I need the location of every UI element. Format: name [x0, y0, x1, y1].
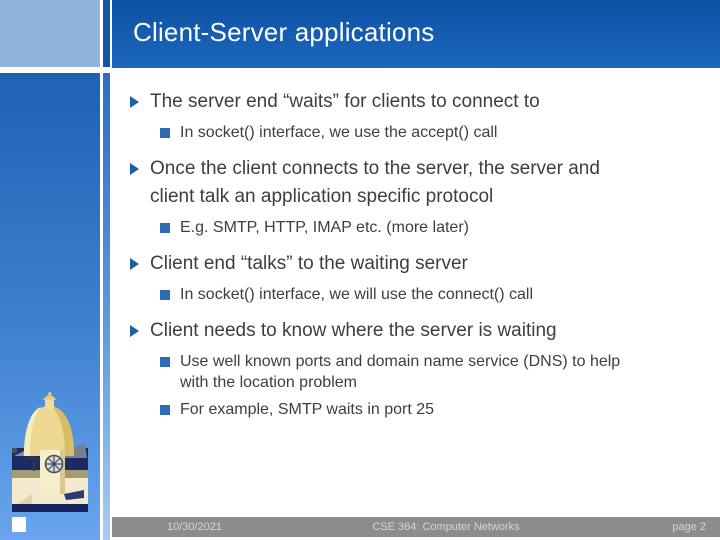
corner-white-square — [12, 517, 26, 532]
copyright-mark — [12, 448, 17, 453]
triangle-right-icon — [130, 325, 139, 337]
title-bar: Client-Server applications — [112, 0, 720, 68]
strip-top-block — [103, 0, 110, 67]
sidebar-accent-strip — [103, 0, 110, 540]
golden-dome-illustration — [12, 392, 88, 512]
bullet-text: Once the client connects to the server, … — [150, 158, 600, 207]
triangle-right-icon — [130, 96, 139, 108]
square-bullet-icon — [160, 223, 170, 233]
sidebar-top-block — [0, 0, 100, 67]
triangle-right-icon — [130, 258, 139, 270]
sub-bullet-item: In socket() interface, we will use the c… — [160, 284, 638, 305]
bullet-text: For example, SMTP waits in port 25 — [180, 401, 435, 418]
footer-date: 10/30/2021 — [167, 521, 223, 533]
bullet-text: Client needs to know where the server is… — [150, 320, 557, 341]
footer-bar: 10/30/2021 CSE 364: Computer Networks pa… — [112, 517, 720, 537]
sub-bullet-item: Use well known ports and domain name ser… — [160, 351, 638, 393]
square-bullet-icon — [160, 290, 170, 300]
slide-body: The server end “waits” for clients to co… — [128, 88, 638, 420]
triangle-right-icon — [130, 163, 139, 175]
footer-course-title: CSE 364: Computer Networks — [372, 521, 520, 533]
footer-page-number: page 2 — [672, 521, 706, 533]
bullet-text: The server end “waits” for clients to co… — [150, 91, 540, 112]
bullet-text: In socket() interface, we will use the c… — [180, 286, 534, 303]
sub-bullet-item: E.g. SMTP, HTTP, IMAP etc. (more later) — [160, 217, 638, 238]
bullet-item: Client needs to know where the server is… — [128, 317, 638, 345]
slide-title: Client-Server applications — [133, 16, 435, 47]
bullet-text: In socket() interface, we use the accept… — [180, 124, 498, 141]
bullet-text: E.g. SMTP, HTTP, IMAP etc. (more later) — [180, 219, 469, 236]
bullet-item: Client end “talks” to the waiting server — [128, 250, 638, 278]
bullet-item: The server end “waits” for clients to co… — [128, 88, 638, 116]
bullet-text: Client end “talks” to the waiting server — [150, 253, 468, 274]
bullet-item: Once the client connects to the server, … — [128, 155, 638, 211]
square-bullet-icon — [160, 405, 170, 415]
strip-gradient-block — [103, 73, 110, 540]
sub-bullet-item: In socket() interface, we use the accept… — [160, 122, 638, 143]
bullet-text: Use well known ports and domain name ser… — [180, 353, 621, 391]
square-bullet-icon — [160, 128, 170, 138]
square-bullet-icon — [160, 357, 170, 367]
sub-bullet-item: For example, SMTP waits in port 25 — [160, 399, 638, 420]
